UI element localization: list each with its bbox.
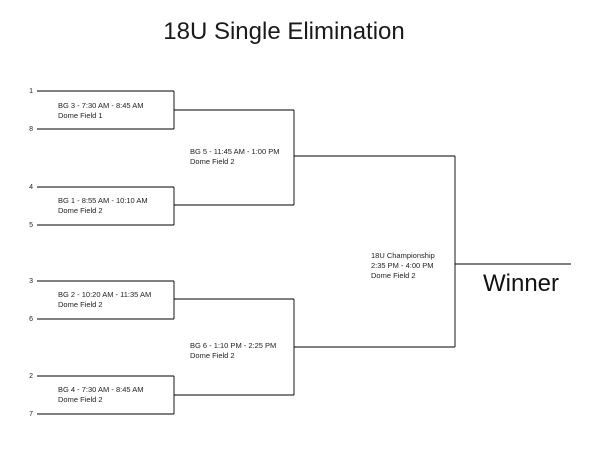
seed-6: 6: [29, 316, 33, 323]
game-bg4-field: Dome Field 2: [58, 395, 103, 404]
game-bg5-time: BG 5 - 11:45 AM - 1:00 PM: [190, 147, 279, 156]
game-bg4-time: BG 4 - 7:30 AM - 8:45 AM: [58, 385, 143, 394]
game-bg3-field: Dome Field 1: [58, 111, 103, 120]
game-bg6-field: Dome Field 2: [190, 351, 235, 360]
game-bg1-field: Dome Field 2: [58, 206, 103, 215]
championship-title: 18U Championship: [371, 251, 435, 260]
game-bg2-time: BG 2 - 10:20 AM - 11:35 AM: [58, 290, 151, 299]
seed-3: 3: [29, 278, 33, 285]
seed-7: 7: [29, 411, 33, 418]
game-bg6-time: BG 6 - 1:10 PM - 2:25 PM: [190, 341, 276, 350]
game-bg1-time: BG 1 - 8:55 AM - 10:10 AM: [58, 196, 148, 205]
final-lines: [294, 155, 571, 348]
game-bg3-time: BG 3 - 7:30 AM - 8:45 AM: [58, 101, 143, 110]
round-2-lines: [174, 109, 295, 396]
championship-field: Dome Field 2: [371, 271, 416, 280]
seed-4: 4: [29, 184, 33, 191]
championship-time: 2:35 PM - 4:00 PM: [371, 261, 434, 270]
seed-1: 1: [29, 88, 33, 95]
bracket-title: 18U Single Elimination: [163, 18, 405, 45]
seed-2: 2: [29, 373, 33, 380]
round-1-lines: [37, 90, 175, 415]
game-bg2-field: Dome Field 2: [58, 300, 103, 309]
seed-8: 8: [29, 126, 33, 133]
seed-5: 5: [29, 222, 33, 229]
winner-label: Winner: [483, 270, 559, 297]
game-bg5-field: Dome Field 2: [190, 157, 235, 166]
